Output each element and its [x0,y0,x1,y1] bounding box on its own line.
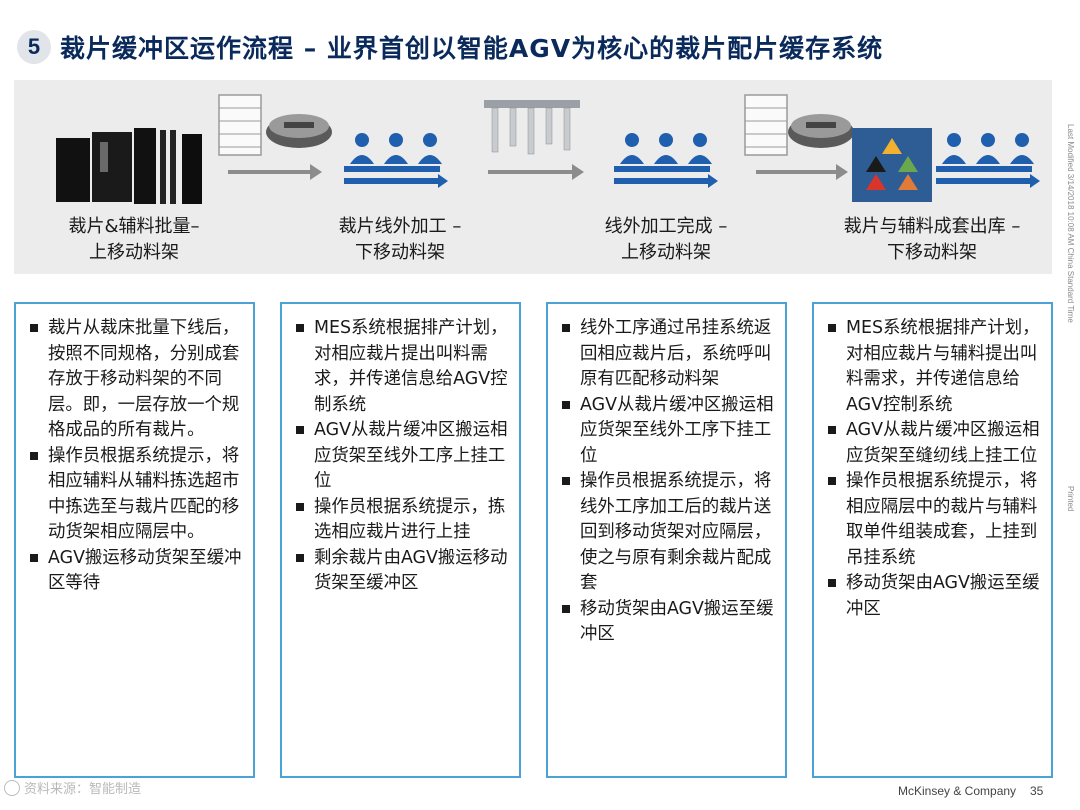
bullet-item: AGV从裁片缓冲区搬运相应货架至线外工序下挂工位 [560,393,777,470]
bullet-item: MES系统根据排产计划，对相应裁片提出叫料需求，并传递信息给AGV控制系统 [294,316,511,418]
kit-triangles-icon [852,128,932,202]
slide-number: 5 [17,30,51,64]
step-label-2: 裁片线外加工 – 下移动料架 [338,216,462,263]
bullet-item: 操作员根据系统提示，将线外工序加工后的裁片送回到移动货架对应隔层，使之与原有剩余… [560,469,777,597]
printed-note: Printed [1066,486,1075,512]
step-label-3: 线外加工完成 – 上移动料架 [604,216,728,263]
workers-assembly-line-icon [614,133,718,188]
page-number: 35 [1030,784,1044,798]
flow-arrow-1 [228,164,322,180]
bullet-item: AGV从裁片缓冲区搬运相应货架至缝纫线上挂工位 [826,418,1043,469]
last-modified-note: Last Modified 3/14/2018 10:08 AM China S… [1066,124,1075,323]
fabric-pieces-illustration [56,128,202,204]
bullet-item: 操作员根据系统提示，将相应辅料从辅料拣选超市中拣选至与裁片匹配的移动货架相应隔层… [28,444,245,546]
bullet-item: 裁片从裁床批量下线后，按照不同规格，分别成套存放于移动料架的不同层。即，一层存放… [28,316,245,444]
detail-box-3: 线外工序通过吊挂系统返回相应裁片后，系统呼叫原有匹配移动料架 AGV从裁片缓冲区… [546,302,787,778]
flow-arrow-2 [488,164,584,180]
bullet-item: 线外工序通过吊挂系统返回相应裁片后，系统呼叫原有匹配移动料架 [560,316,777,393]
watermark-icon [4,779,20,796]
bullet-item: AGV从裁片缓冲区搬运相应货架至线外工序上挂工位 [294,418,511,495]
agv-robot-icon [266,114,332,148]
footer-brand: McKinsey & Company [898,784,1017,798]
detail-box-4: MES系统根据排产计划，对相应裁片与辅料提出叫料需求，并传递信息给AGV控制系统… [812,302,1053,778]
bullet-item: 操作员根据系统提示，将相应隔层中的裁片与辅料取单件组装成套，上挂到吊挂系统 [826,469,1043,571]
step-label-1: 裁片&辅料批量– 上移动料架 [68,216,200,263]
workers-assembly-line-icon [344,133,448,188]
flow-arrow-3 [756,164,848,180]
hanging-conveyor-icon [484,100,580,155]
detail-box-1: 裁片从裁床批量下线后，按照不同规格，分别成套存放于移动料架的不同层。即，一层存放… [14,302,255,778]
workers-assembly-line-icon [936,133,1040,188]
bullet-item: 移动货架由AGV搬运至缓冲区 [826,571,1043,622]
rack-icon [744,94,788,156]
watermark: 资料来源：智能制造 [4,778,141,797]
bullet-item: AGV搬运移动货架至缓冲区等待 [28,546,245,597]
rack-icon [218,94,262,156]
slide-title: 裁片缓冲区运作流程 – 业界首创以智能AGV为核心的裁片配片缓存系统 [60,34,884,63]
agv-robot-icon [788,114,854,148]
bullet-item: MES系统根据排产计划，对相应裁片与辅料提出叫料需求，并传递信息给AGV控制系统 [826,316,1043,418]
bullet-item: 移动货架由AGV搬运至缓冲区 [560,597,777,648]
detail-box-2: MES系统根据排产计划，对相应裁片提出叫料需求，并传递信息给AGV控制系统 AG… [280,302,521,778]
step-label-4: 裁片与辅料成套出库 – 下移动料架 [843,216,1021,263]
bullet-item: 操作员根据系统提示，拣选相应裁片进行上挂 [294,495,511,546]
bullet-item: 剩余裁片由AGV搬运移动货架至缓冲区 [294,546,511,597]
